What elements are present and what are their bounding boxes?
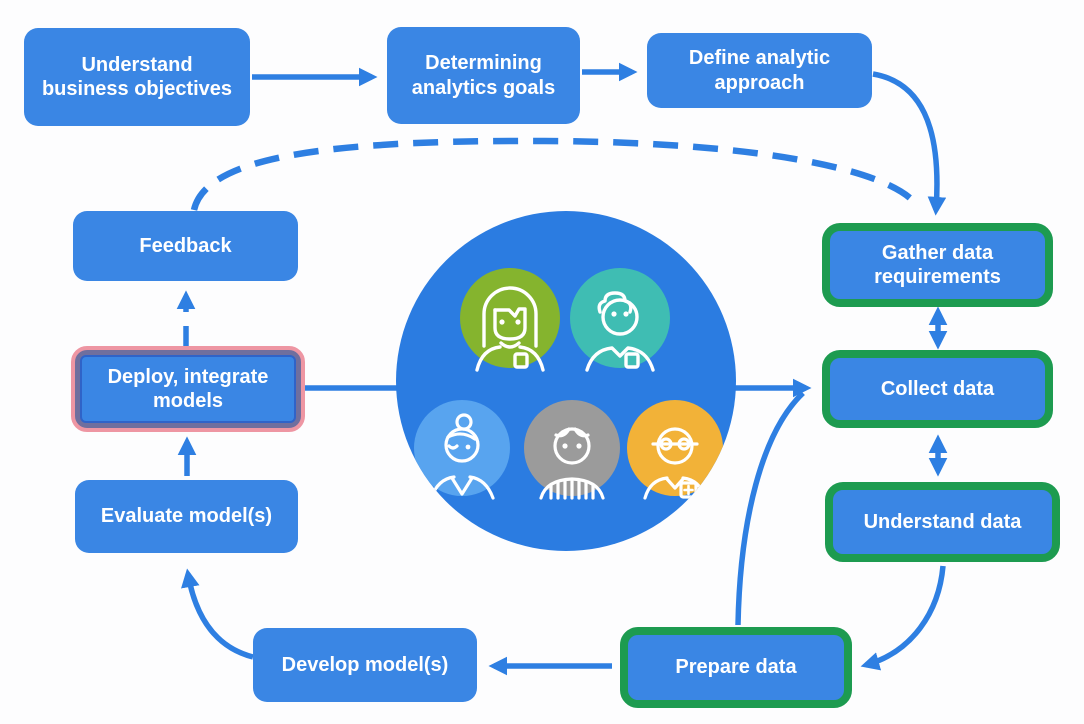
avatar-striped-shirt-person-icon bbox=[524, 400, 620, 500]
node-label: Develop model(s) bbox=[281, 653, 449, 676]
node-label: Determining analytics goals bbox=[411, 52, 556, 99]
avatar-curly-hair-person-icon bbox=[570, 268, 670, 372]
node-label: Deploy, integrate models bbox=[107, 365, 269, 412]
edge-understand-data-to-prepare-data bbox=[860, 565, 946, 671]
node-determining-analytics-goals[interactable]: Determining analytics goals bbox=[387, 27, 580, 124]
node-feedback[interactable]: Feedback bbox=[73, 211, 298, 281]
node-label: Understand business objectives bbox=[41, 53, 233, 100]
node-label: Evaluate model(s) bbox=[100, 505, 273, 528]
node-gather-data-requirements[interactable]: Gather data requirements bbox=[822, 223, 1053, 307]
team-circle bbox=[396, 211, 736, 551]
node-deploy-inner: Deploy, integrate models bbox=[80, 355, 296, 423]
edge-define-approach-to-gather-requirements bbox=[872, 71, 947, 216]
node-evaluate-models[interactable]: Evaluate model(s) bbox=[75, 480, 298, 553]
node-label: Gather data requirements bbox=[874, 241, 1001, 288]
node-label: Prepare data bbox=[675, 656, 797, 679]
node-label: Understand data bbox=[863, 510, 1022, 533]
node-collect-data[interactable]: Collect data bbox=[822, 350, 1053, 428]
node-label: Define analytic approach bbox=[688, 47, 831, 94]
avatar-glasses-person-icon bbox=[627, 400, 723, 500]
node-label: Collect data bbox=[880, 377, 995, 400]
avatar-long-hair-woman-icon bbox=[460, 268, 560, 372]
avatar-bun-hair-woman-icon bbox=[414, 400, 510, 500]
node-label: Feedback bbox=[139, 234, 232, 257]
node-deploy-integrate-models[interactable]: Deploy, integrate models bbox=[71, 346, 305, 432]
edge-feedback-to-gather-requirements-dashed bbox=[190, 137, 913, 211]
node-develop-models[interactable]: Develop model(s) bbox=[253, 628, 477, 702]
edge-prepare-to-collect bbox=[735, 391, 805, 626]
node-define-analytic-approach[interactable]: Define analytic approach bbox=[647, 33, 872, 108]
node-understand-data[interactable]: Understand data bbox=[825, 482, 1060, 562]
edge-develop-models-to-evaluate-models bbox=[181, 568, 254, 660]
node-understand-business-objectives[interactable]: Understand business objectives bbox=[24, 28, 250, 126]
node-prepare-data[interactable]: Prepare data bbox=[620, 627, 852, 708]
